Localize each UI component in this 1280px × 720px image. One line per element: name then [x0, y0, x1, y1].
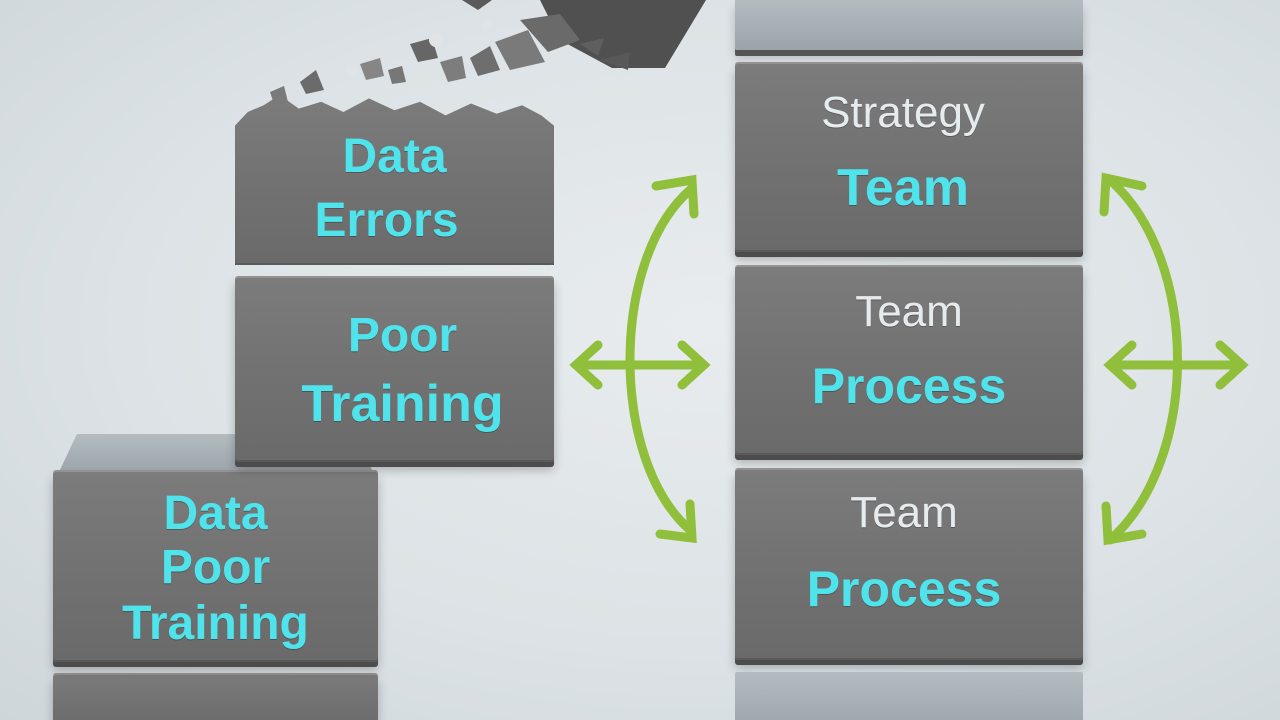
right-block-bottom: Team Process	[735, 468, 1083, 660]
broken-rubble-icon	[270, 0, 706, 104]
left-bottom-line2: Poor	[160, 541, 271, 594]
right-block-bottom-line2: Process	[806, 561, 1002, 617]
left-bottom-block: Data Poor Training	[53, 470, 378, 662]
left-bottom-line3: Training	[122, 597, 309, 650]
left-top-line1: Data	[342, 130, 447, 183]
left-middle-block: Poor Training	[235, 276, 554, 462]
left-top-block: Data Errors	[235, 95, 554, 265]
left-bottom-block-base	[53, 673, 378, 720]
left-two-way-arrow-icon	[569, 174, 711, 544]
right-bottom-base	[735, 672, 1083, 720]
right-block-top: Strategy Team	[735, 62, 1083, 252]
right-block-top-line2: Team	[837, 159, 969, 217]
right-block-top-line1: Strategy	[821, 88, 985, 137]
right-block-bottom-line1: Team	[850, 488, 958, 537]
right-two-way-arrow-icon	[1099, 172, 1249, 546]
right-block-middle: Team Process	[735, 265, 1083, 455]
left-middle-line2: Training	[301, 375, 504, 433]
left-bottom-line1: Data	[163, 487, 268, 540]
right-block-middle-line1: Team	[855, 287, 963, 336]
left-top-line2: Errors	[314, 194, 459, 247]
right-top-cap	[735, 0, 1083, 50]
right-block-middle-line2: Process	[811, 358, 1007, 414]
left-middle-line1: Poor	[347, 309, 458, 362]
